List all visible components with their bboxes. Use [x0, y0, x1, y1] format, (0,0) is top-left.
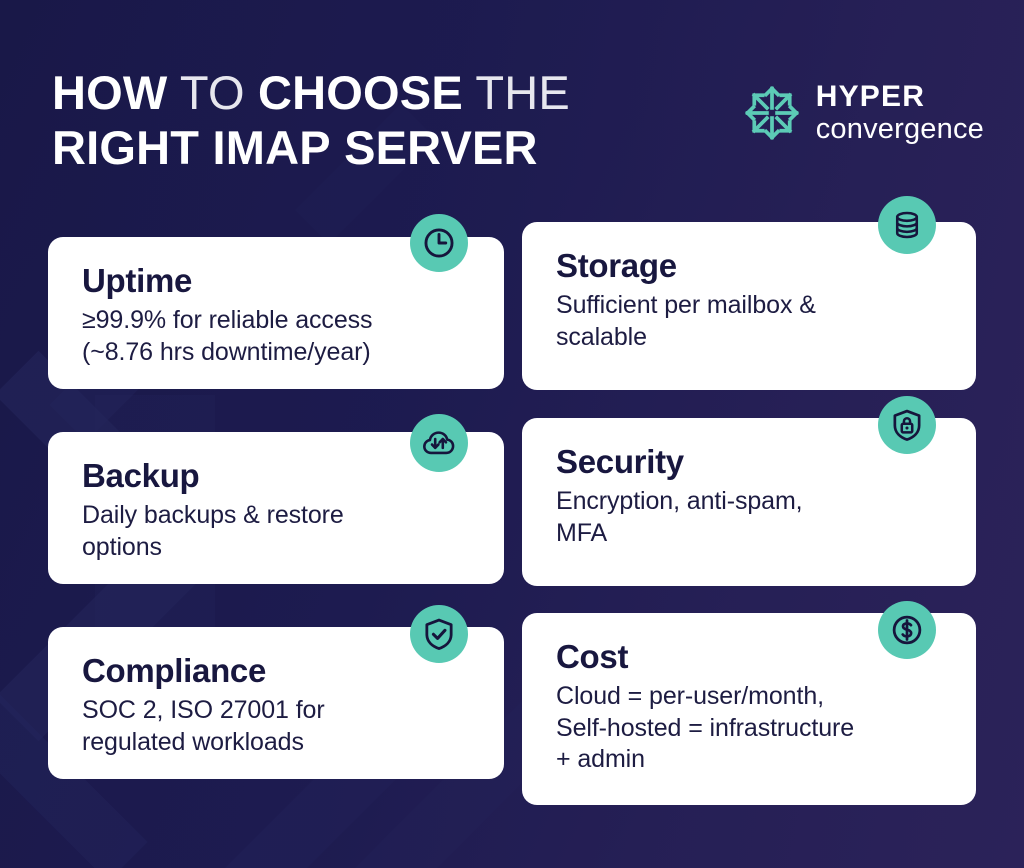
starburst-icon	[744, 86, 799, 140]
title-word: THE	[475, 66, 570, 119]
title-word: HOW	[52, 66, 168, 119]
card-storage[interactable]: Storage Sufficient per mailbox & scalabl…	[522, 222, 976, 390]
card-description: Cloud = per-user/month, Self-hosted = in…	[556, 682, 855, 774]
page-title: HOW TO CHOOSE THE RIGHT IMAP SERVER	[52, 66, 570, 175]
card-title: Storage	[556, 247, 677, 284]
card-description: SOC 2, ISO 27001 for regulated workloads	[82, 696, 325, 756]
brand-logo[interactable]: HYPER convergence	[744, 82, 984, 144]
card-description: Sufficient per mailbox & scalable	[556, 291, 816, 351]
title-word: IMAP	[212, 120, 331, 174]
card-compliance[interactable]: Compliance SOC 2, ISO 27001 for regulate…	[48, 627, 504, 779]
clock-icon	[410, 214, 468, 272]
card-title: Backup	[82, 457, 200, 494]
card-uptime[interactable]: Uptime ≥99.9% for reliable access (~8.76…	[48, 237, 504, 389]
title-word: SERVER	[344, 120, 538, 174]
card-description: ≥99.9% for reliable access (~8.76 hrs do…	[82, 306, 373, 366]
card-title: Cost	[556, 638, 629, 675]
title-word: TO	[179, 66, 245, 119]
card-title: Compliance	[82, 652, 267, 689]
logo-wordmark: HYPER convergence	[816, 82, 984, 144]
dollar-circle-icon	[878, 601, 936, 659]
card-backup[interactable]: Backup Daily backups & restore options	[48, 432, 504, 584]
card-title: Security	[556, 443, 684, 480]
shield-check-icon	[410, 605, 468, 663]
card-description: Daily backups & restore options	[82, 501, 344, 561]
database-icon	[878, 196, 936, 254]
title-word: RIGHT	[52, 120, 200, 174]
shield-lock-icon	[878, 396, 936, 454]
logo-line-1: HYPER	[815, 80, 926, 113]
header: HOW TO CHOOSE THE RIGHT IMAP SERVER	[52, 66, 984, 175]
title-word: CHOOSE	[257, 66, 463, 119]
logo-line-2: convergence	[815, 113, 984, 145]
card-title: Uptime	[82, 262, 193, 299]
cloud-sync-icon	[410, 414, 468, 472]
card-description: Encryption, anti-spam, MFA	[556, 487, 803, 547]
